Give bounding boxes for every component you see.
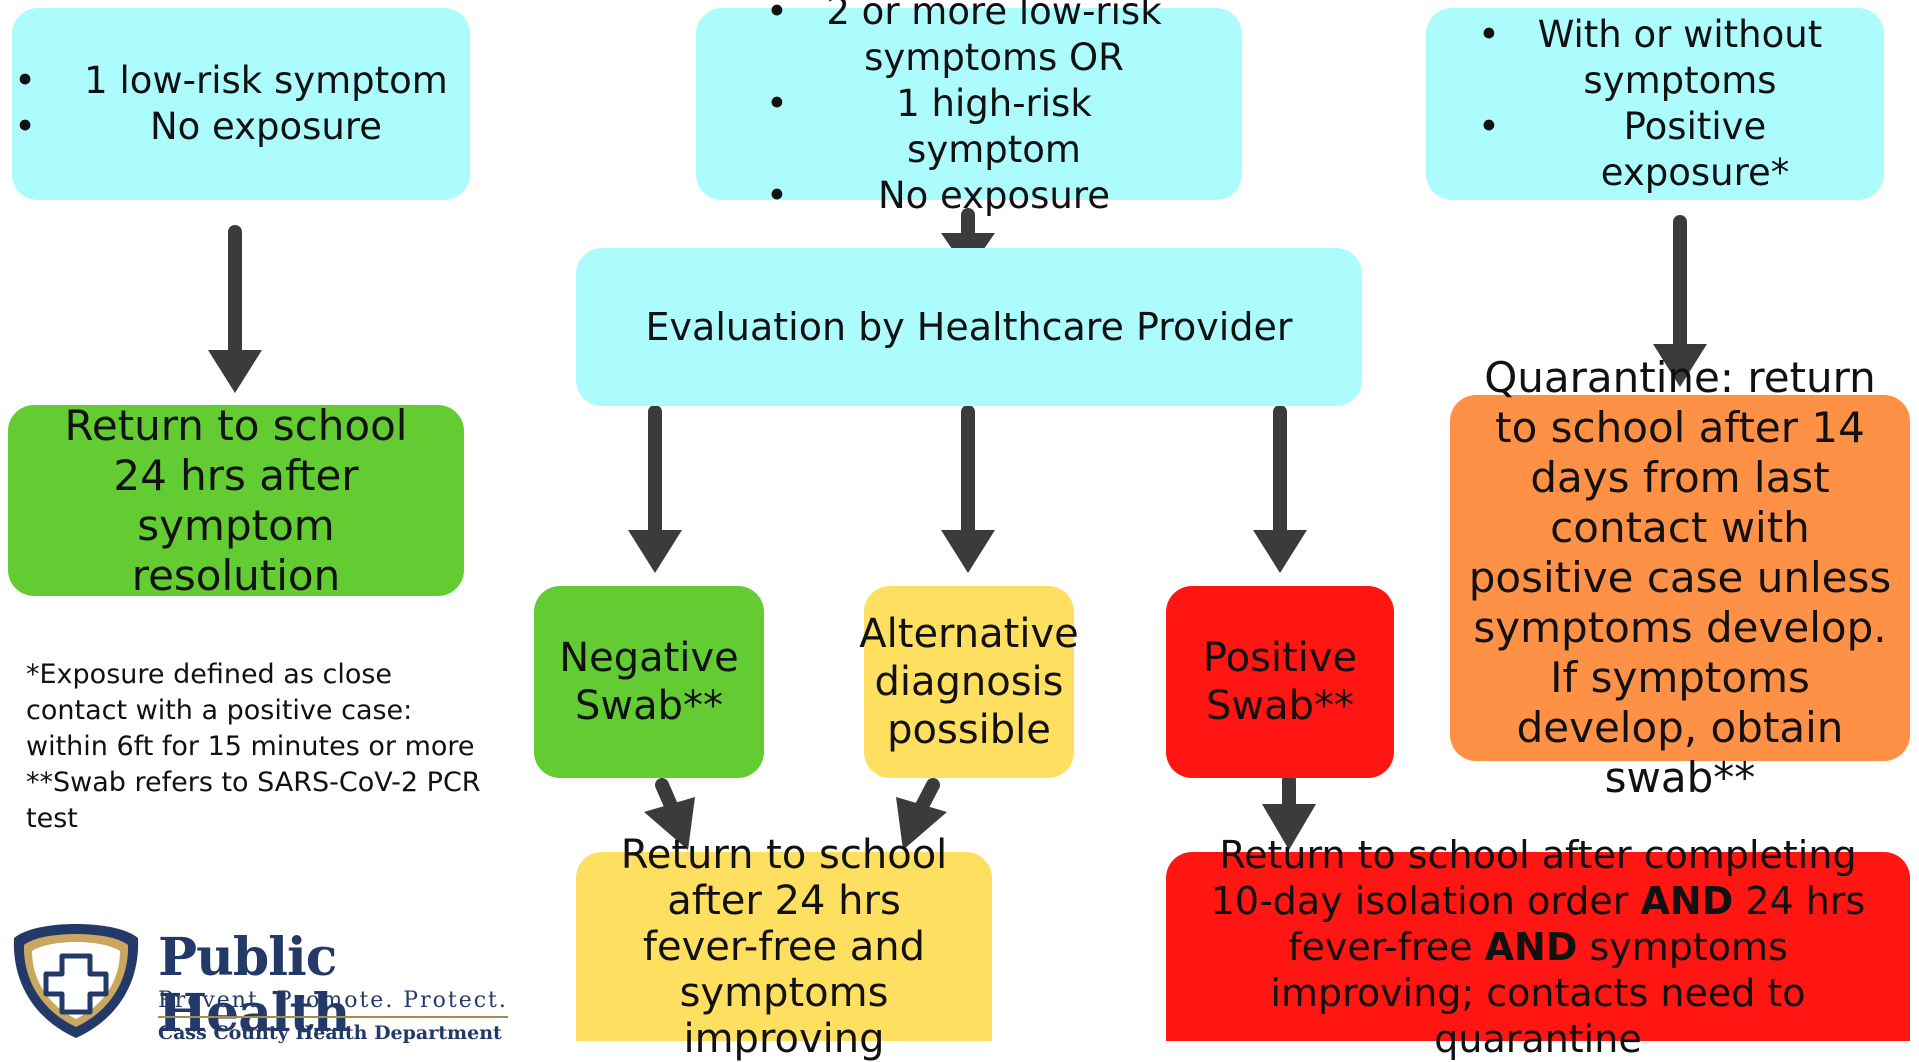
list-item: •Positive exposure* [1478,105,1790,194]
negative-swab-label: Negative Swab** [559,635,739,729]
quarantine-label: Quarantine: return to school after 14 da… [1468,353,1892,802]
list-item: •No exposure [14,105,383,148]
evaluation-box: Evaluation by Healthcare Provider [576,248,1362,406]
isolation-label: Return to school after completing 10-day… [1210,832,1866,1061]
arrowhead [628,530,682,573]
arrowhead [1653,344,1707,387]
list-item: •No exposure [766,174,1111,217]
positive-swab-box: Positive Swab** [1166,586,1394,778]
exposure-box: •With or without symptoms •Positive expo… [1426,8,1884,200]
footnotes: *Exposure defined as close contact with … [26,657,496,837]
list-item: •1 low-risk symptom [14,59,448,102]
multi-risk-box: •2 or more low-risk symptoms OR •1 high-… [696,0,1242,217]
list-item: •1 high-risk symptom [766,82,1092,171]
public-health-logo: Public Health Prevent. Promote. Protect.… [10,920,510,1044]
logo-title: Public Health [158,927,351,1044]
exposure-list: •With or without symptoms •Positive expo… [1426,12,1884,196]
low-risk-list: •1 low-risk symptom •No exposure [14,58,468,150]
low-risk-box: •1 low-risk symptom •No exposure [12,8,470,200]
multi-risk-list: •2 or more low-risk symptoms OR •1 high-… [696,0,1242,219]
logo-tagline: Prevent. Promote. Protect. [158,988,508,1013]
quarantine-box: Quarantine: return to school after 14 da… [1450,353,1910,802]
list-item: •2 or more low-risk symptoms OR [766,0,1162,79]
logo-department: Cass County Health Department [158,1022,502,1044]
alternative-diagnosis-label: Alternative diagnosis possible [859,611,1079,753]
arrowhead [644,797,695,850]
return-fever-free-box: Return to school after 24 hrs fever-free… [576,832,992,1062]
return-24hrs-label: Return to school 24 hrs after symptom re… [64,400,408,600]
return-fever-free-label: Return to school after 24 hrs fever-free… [620,831,948,1062]
arrow-alternative-to-return [914,778,940,815]
positive-swab-label: Positive Swab** [1202,635,1358,729]
arrowhead [208,350,262,393]
shield-cross-icon [13,924,139,1038]
footnote-exposure: *Exposure defined as close contact with … [26,659,475,762]
arrowhead [1253,530,1307,573]
arrowhead [896,797,947,850]
return-24hrs-box: Return to school 24 hrs after symptom re… [8,401,464,600]
evaluation-label: Evaluation by Healthcare Provider [645,304,1293,349]
isolation-box: Return to school after completing 10-day… [1166,833,1910,1061]
arrowhead [941,530,995,573]
list-item: •With or without symptoms [1478,13,1823,102]
logo-divider [158,1016,508,1018]
alternative-diagnosis-box: Alternative diagnosis possible [859,586,1079,778]
arrow-negative-to-return [655,778,679,815]
negative-swab-box: Negative Swab** [534,586,764,778]
arrowhead [1262,804,1316,850]
footnote-swab: **Swab refers to SARS-CoV-2 PCR test [26,767,481,834]
